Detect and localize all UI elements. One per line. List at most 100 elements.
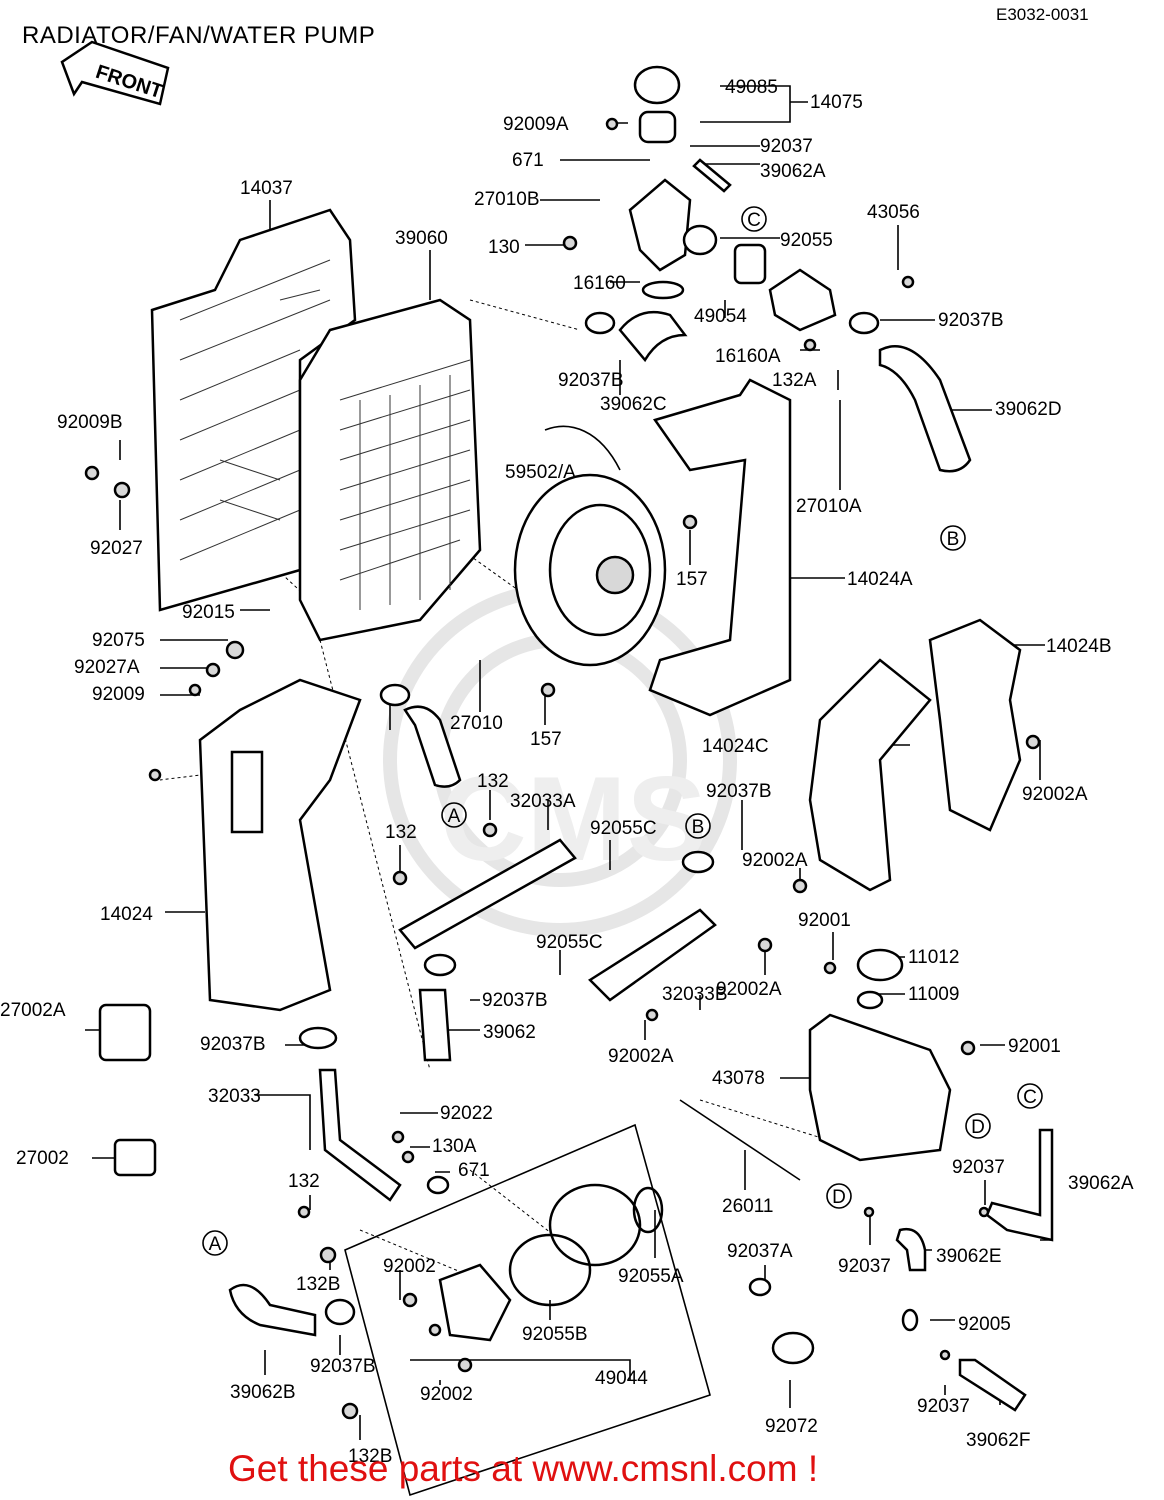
callout: 157 [676, 569, 708, 590]
callout: 43056 [867, 202, 920, 223]
callout: 92037 [760, 136, 813, 157]
coolant-reservoir [808, 948, 952, 1162]
callout: 49054 [694, 306, 747, 327]
callout: 92002A [1022, 784, 1088, 805]
callout: 27002 [16, 1148, 69, 1169]
callout: 92055C [590, 818, 657, 839]
callout: 39062A [1068, 1173, 1134, 1194]
callout: 92002A [716, 979, 782, 1000]
callout: 92009B [57, 412, 123, 433]
callout: 14024A [847, 569, 913, 590]
callout: 27010A [796, 496, 862, 517]
callout: 132B [296, 1274, 340, 1295]
radiator [298, 298, 482, 642]
callout: 43078 [712, 1068, 765, 1089]
callout: 11012 [908, 947, 959, 968]
connector-label: C [1023, 1087, 1037, 1108]
cooling-fan [513, 425, 667, 667]
front-arrow: FRONT [60, 40, 170, 106]
callout: 14075 [810, 92, 863, 113]
callout: 92027 [90, 538, 143, 559]
side-cover [198, 678, 362, 1012]
callout: 92037B [938, 310, 1004, 331]
callout: 130 [488, 237, 520, 258]
callout: 92055 [780, 230, 833, 251]
callout: 11009 [908, 984, 959, 1005]
callout: 132A [772, 370, 817, 391]
callout-labels: 49085 14075 92009A 92037 671 39062A 2701… [0, 77, 1134, 1467]
callout: 59502/A [505, 462, 576, 483]
diagram-code: E3032-0031 [996, 5, 1089, 24]
callout: 92055B [522, 1324, 588, 1345]
callout: 49085 [725, 77, 778, 98]
leader-lines [85, 85, 1051, 1440]
connector-label: D [832, 1187, 846, 1208]
callout: 132 [288, 1171, 320, 1192]
callout: 16160 [573, 273, 626, 294]
callout: 92022 [440, 1103, 493, 1124]
connector-markers: C B A B C D D A [202, 206, 1043, 1256]
callout: 92037 [838, 1256, 891, 1277]
callout: 16160A [715, 346, 781, 367]
callout: 27002A [0, 1000, 66, 1021]
callout: 92027A [74, 657, 140, 678]
callout: 671 [458, 1160, 490, 1181]
callout: 92037B [558, 370, 624, 391]
callout: 92009A [503, 114, 569, 135]
callout: 14024C [702, 736, 769, 757]
callout: 39062A [760, 161, 826, 182]
hoses [228, 705, 1054, 1412]
callout: 92075 [92, 630, 145, 651]
fan-shroud-bracket [648, 378, 792, 717]
callout: 92002A [608, 1046, 674, 1067]
water-pump-assembly [344, 1123, 711, 1497]
callout: 92037 [917, 1396, 970, 1417]
connector-label: C [747, 210, 761, 231]
callout: 92055A [618, 1266, 684, 1287]
callout: 39062C [600, 394, 667, 415]
callout: 92037B [200, 1034, 266, 1055]
callout: 26011 [722, 1196, 773, 1217]
radiator-shroud [150, 208, 357, 612]
callout: 92002 [383, 1256, 436, 1277]
callout: 39062 [483, 1022, 536, 1043]
callout: 671 [512, 150, 544, 171]
callout: 132 [477, 771, 509, 792]
watermark-text: CMS [440, 752, 707, 886]
callout: 14037 [240, 178, 293, 199]
callout: 14024 [100, 904, 153, 925]
callout: 39060 [395, 228, 448, 249]
callout: 92005 [958, 1314, 1011, 1335]
callout: 92037B [482, 990, 548, 1011]
callout: 157 [530, 729, 562, 750]
callout: 32033A [510, 791, 576, 812]
callout: 92001 [1008, 1036, 1061, 1057]
promo-link[interactable]: Get these parts at www.cmsnl.com ! [228, 1448, 819, 1489]
callout: 92002 [420, 1384, 473, 1405]
callout: 14024B [1046, 636, 1112, 657]
callout: 92037B [310, 1356, 376, 1377]
callout: 92002A [742, 850, 808, 871]
callout: 132B [348, 1446, 392, 1467]
sensors [98, 1003, 157, 1177]
callout: 39062B [230, 1382, 296, 1403]
callout: 39062D [995, 399, 1062, 420]
callout: 32033B [662, 984, 728, 1005]
callout: 92037B [706, 781, 772, 802]
callout: 49044 [595, 1368, 648, 1389]
cover-14024c [808, 658, 932, 892]
callout: 92037 [952, 1157, 1005, 1178]
connector-label: B [692, 817, 705, 838]
callout: 92055C [536, 932, 603, 953]
callout: 92037A [727, 1241, 793, 1262]
connector-label: D [971, 1117, 985, 1138]
callout: 92072 [765, 1416, 818, 1437]
connector-label: A [209, 1234, 222, 1255]
fasteners [84, 117, 1041, 1420]
cover-14024b [928, 618, 1022, 832]
water-pipes [318, 838, 717, 1202]
callout: 39062F [966, 1430, 1030, 1451]
callout: 92015 [182, 602, 235, 623]
callout: 92009 [92, 684, 145, 705]
